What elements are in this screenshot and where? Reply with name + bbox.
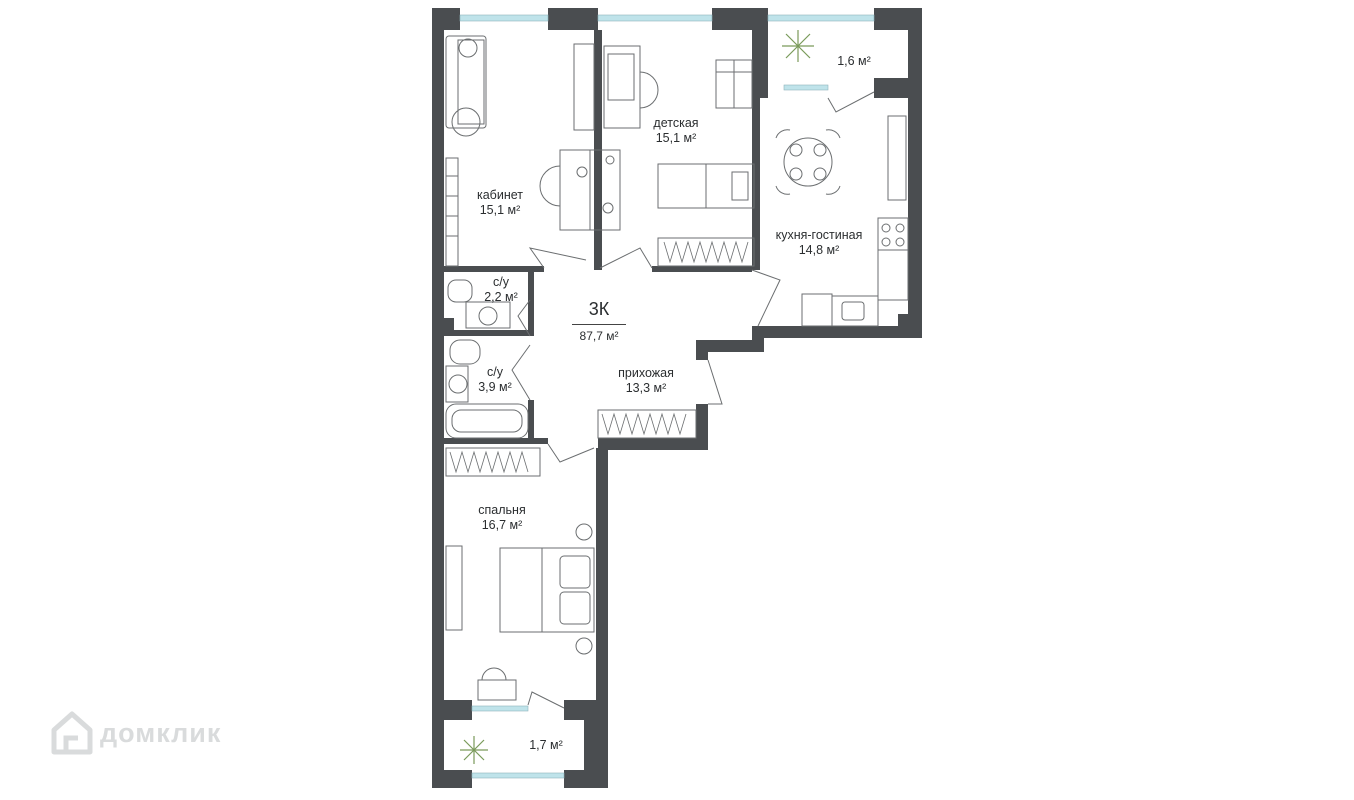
dining-table xyxy=(783,137,833,187)
house-logo-icon xyxy=(51,711,93,755)
room-name: спальня xyxy=(478,503,526,517)
hangers xyxy=(449,240,749,474)
toilet-2 xyxy=(449,339,481,365)
kitchen-shelf xyxy=(887,115,907,201)
plant-icon-1 xyxy=(782,30,814,62)
doors xyxy=(511,91,875,709)
furniture xyxy=(445,35,909,701)
divider xyxy=(572,324,626,325)
room-name: детская xyxy=(653,116,699,130)
room-area: 13,3 м² xyxy=(625,381,667,395)
room-name: кухня-гостиная xyxy=(775,228,863,242)
child-desk xyxy=(603,45,641,129)
room-area: 14,8 м² xyxy=(798,243,840,257)
watermark: домклик xyxy=(50,710,221,756)
room-label-bedroom: спальня 16,7 м² xyxy=(470,503,534,533)
room-label-kitchen: кухня-гостиная 14,8 м² xyxy=(764,228,874,258)
sofa xyxy=(445,35,487,129)
watermark-text: домклик xyxy=(100,717,222,748)
room-area: 3,9 м² xyxy=(478,380,512,394)
bathtub xyxy=(445,403,529,439)
room-name: кабинет xyxy=(476,188,523,202)
total-area: 87,7 м² xyxy=(579,329,619,343)
room-label-balcony-2: 1,7 м² xyxy=(518,738,574,753)
room-area: 2,2 м² xyxy=(484,290,518,304)
plants xyxy=(460,30,814,764)
room-area: 15,1 м² xyxy=(479,203,521,217)
room-name: с/у xyxy=(487,365,503,379)
apartment-summary: 3К 87,7 м² xyxy=(572,298,626,343)
walls xyxy=(432,8,922,788)
room-label-kabinet: кабинет 15,1 м² xyxy=(470,188,530,218)
kitchen-counter xyxy=(831,295,879,327)
room-area: 15,1 м² xyxy=(655,131,697,145)
room-label-bathroom-2: с/у 3,9 м² xyxy=(466,365,524,395)
room-area: 1,6 м² xyxy=(837,54,871,68)
room-label-bathroom-1: с/у 2,2 м² xyxy=(472,275,530,305)
room-name: прихожая xyxy=(618,366,674,380)
room-area: 16,7 м² xyxy=(481,518,523,532)
room-label-hallway: прихожая 13,3 м² xyxy=(610,366,682,396)
wardrobe xyxy=(657,237,755,267)
dresser xyxy=(477,679,517,701)
room-label-balcony-1: 1,6 м² xyxy=(826,54,882,69)
room-label-detskaya: детская 15,1 м² xyxy=(646,116,706,146)
apartment-type: 3К xyxy=(588,299,610,319)
double-bed xyxy=(499,547,595,633)
room-name: с/у xyxy=(493,275,509,289)
windows xyxy=(459,14,875,779)
stove xyxy=(877,217,909,251)
bedroom-shelf xyxy=(445,545,463,631)
bedroom-wardrobe xyxy=(445,447,541,477)
bookshelf xyxy=(445,157,459,267)
toilet-1 xyxy=(447,279,473,303)
hallway-wardrobe xyxy=(597,409,697,439)
plant-icon-2 xyxy=(460,736,488,764)
room-area: 1,7 м² xyxy=(529,738,563,752)
